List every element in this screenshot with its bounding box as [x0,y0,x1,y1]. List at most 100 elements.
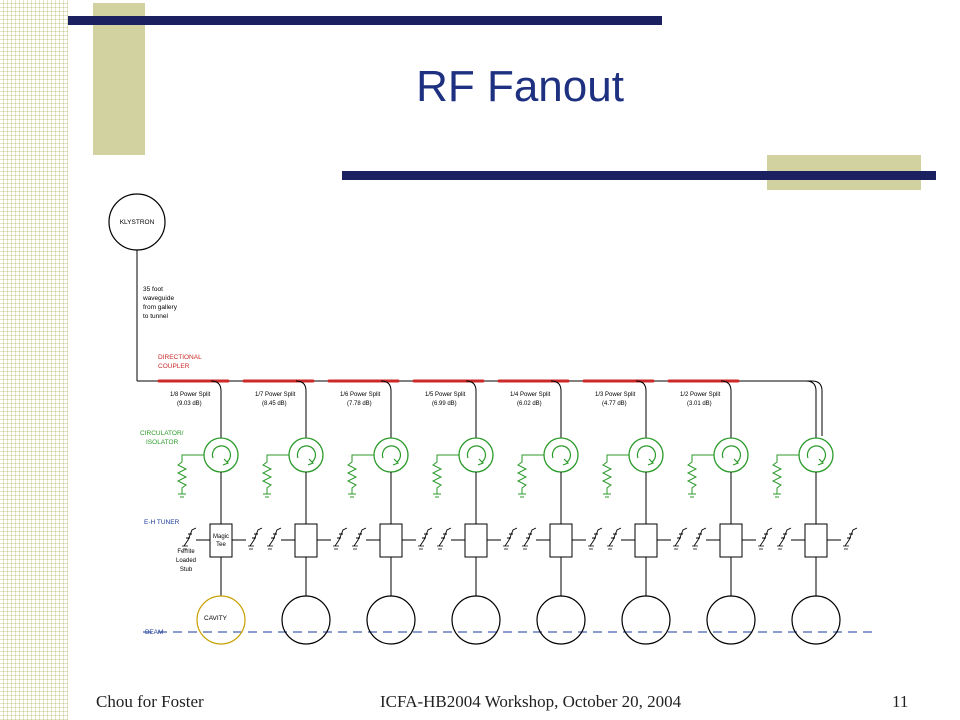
footer-event: ICFA-HB2004 Workshop, October 20, 2004 [380,692,682,711]
ground-icon [518,493,526,498]
circulator-arrow-icon [381,445,402,463]
power-split-label: 1/5 Power Split [425,392,466,398]
decorative-olive-block-vertical [93,3,145,155]
matched-load-resistor [601,454,629,494]
circulator-arrowhead-icon [817,458,825,466]
circulator-symbol [373,437,409,473]
power-split-label: 1/7 Power Split [255,392,296,398]
magic-tee-box [209,523,233,558]
branch-feed [380,380,392,438]
circulator-arrowhead-icon [392,458,400,466]
stub-ground-icon [777,545,783,550]
power-split-db: (8.45 dB) [262,401,287,407]
stub-ground-icon [522,545,528,550]
coupler-label-line: DIRECTIONAL [158,354,202,361]
circulator-arrowhead-icon [222,458,230,466]
ferrite-stub-icon [608,527,622,547]
circulator-arrow-icon [636,445,657,463]
cavity-symbol [706,595,756,645]
circulator-symbol [798,437,834,473]
branch-feed [805,380,817,438]
stub-ground-icon [418,545,424,550]
waveguide-note-line: 35 foot [143,286,163,293]
circulator-arrowhead-icon [647,458,655,466]
branch-feed [295,380,307,438]
eh-tuner-label: E-H TUNER [144,519,180,526]
ferrite-stub-icon [504,527,518,547]
circulator-arrow-icon [296,445,317,463]
stub-ground-icon [248,545,254,550]
fanout-channel [516,380,603,645]
branch-feed [465,380,477,438]
ferrite-stub-icon [419,527,433,547]
main-waveguide-bus [137,380,823,436]
stub-ground-icon [267,545,273,550]
power-split-label: 1/8 Power Split [170,392,211,398]
ferrite-stub-line: Ferrite [177,549,195,555]
branch-feed [720,380,732,438]
circulator-label-line: ISOLATOR [146,439,179,446]
circulator-arrowhead-icon [307,458,315,466]
waveguide-note-line: to tunnel [143,313,168,320]
stub-ground-icon [352,545,358,550]
stub-ground-icon [673,545,679,550]
waveguide-note-line: waveguide [142,295,174,302]
ground-icon [433,493,441,498]
stub-ground-icon [607,545,613,550]
ferrite-stub-icon [183,527,197,547]
ferrite-stub-icon [438,527,452,547]
ferrite-stub-line: Stub [180,567,193,573]
ferrite-stub-icon [353,527,367,547]
ferrite-stub-icon [334,527,348,547]
cavity-label: CAVITY [204,615,228,622]
circulator-arrow-icon [721,445,742,463]
stub-ground-icon [333,545,339,550]
beam-label: BEAM [145,629,163,636]
matched-load-resistor [771,454,799,494]
decorative-navy-bar-mid [342,171,936,180]
power-split-label: 1/4 Power Split [510,392,551,398]
fanout-channel [176,380,263,645]
fanout-channel [601,380,688,645]
circulator-arrow-icon [551,445,572,463]
ferrite-stub-icon [844,527,858,547]
circulator-arrowhead-icon [732,458,740,466]
circulator-arrowhead-icon [562,458,570,466]
cavity-symbol [791,595,841,645]
slide-title: RF Fanout [416,62,624,111]
ferrite-stub-icon [778,527,792,547]
magic-tee-line: Magic [213,534,229,540]
branch-feed [635,380,647,438]
matched-load-resistor [431,454,459,494]
power-split-db: (7.78 dB) [347,401,372,407]
power-split-label: 1/6 Power Split [340,392,381,398]
fanout-channel [346,380,433,645]
branch-feed [550,380,562,438]
cavity-symbol [366,595,416,645]
stub-ground-icon [437,545,443,550]
magic-tee-box [634,523,658,558]
circulator-symbol [288,437,324,473]
magic-tee-box [719,523,743,558]
ferrite-stub-icon [759,527,773,547]
power-split-labels: 1/8 Power Split (9.03 dB) 1/7 Power Spli… [170,392,721,407]
waveguide-note-line: from gallery [143,304,178,311]
ferrite-stub-icon [693,527,707,547]
ferrite-stub-icon [523,527,537,547]
fanout-channel [771,380,858,645]
circulator-symbol [203,437,239,473]
stub-ground-icon [692,545,698,550]
ground-icon [603,493,611,498]
circulator-symbol [628,437,664,473]
fanout-channel [431,380,518,645]
circulator-label-line: CIRCULATOR/ [140,430,184,437]
stub-ground-icon [843,545,849,550]
circulator-symbol [458,437,494,473]
ferrite-stub-line: Loaded [176,558,196,564]
footer-author: Chou for Foster [96,692,204,711]
ground-icon [688,493,696,498]
stub-ground-icon [182,545,188,550]
left-decorative-stripe [0,0,68,720]
matched-load-resistor [686,454,714,494]
